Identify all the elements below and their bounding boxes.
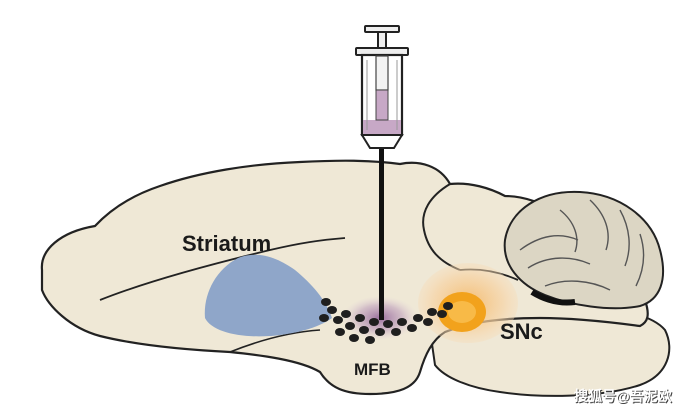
cerebellum bbox=[503, 190, 665, 310]
striatum-label: Striatum bbox=[182, 231, 271, 256]
lower-contour bbox=[229, 329, 321, 353]
cortex-boundary bbox=[422, 183, 461, 271]
syringe-icon bbox=[355, 25, 409, 320]
watermark-shadow: 搜狐号@吾泥欧 bbox=[575, 389, 673, 405]
watermark-text: 搜狐号@吾泥欧 bbox=[574, 388, 672, 404]
snc-region bbox=[418, 263, 518, 343]
mfb-fiber-bundle bbox=[319, 298, 453, 344]
snc-label: SNc bbox=[500, 319, 543, 344]
ventricle-line bbox=[99, 237, 346, 301]
mfb-label: MFB bbox=[354, 360, 391, 379]
striatum-region bbox=[204, 254, 332, 337]
